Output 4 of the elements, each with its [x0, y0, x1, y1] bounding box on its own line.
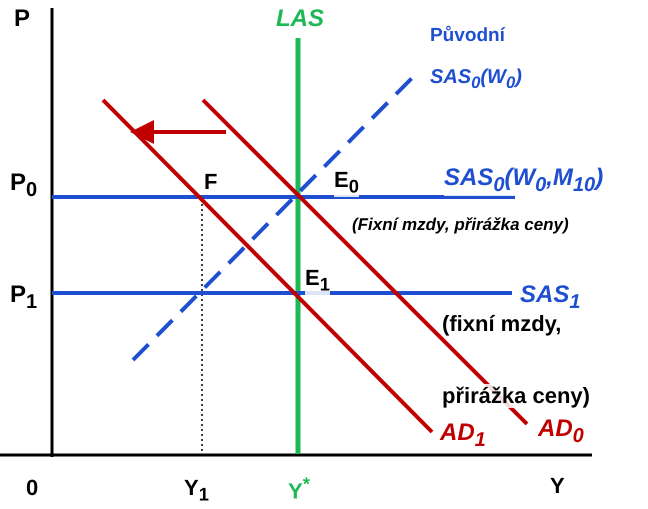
curve-label: SAS$_{0}$(W$_{0}$,M$_{10}$)	[444, 165, 604, 196]
curve-note: (Fixní mzdy, přirážka ceny)	[352, 216, 569, 235]
curve-note: (fixní mzdy,	[442, 312, 562, 336]
curve-note: přirážka ceny)	[442, 384, 590, 408]
